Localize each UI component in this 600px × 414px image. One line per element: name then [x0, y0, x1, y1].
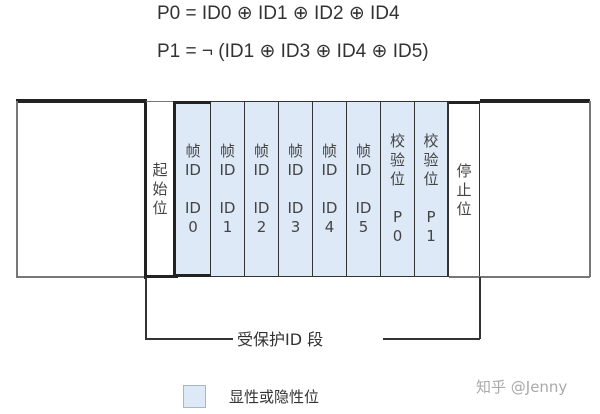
id0-label-1: 帧 [185, 141, 201, 160]
idle-high-line [16, 99, 147, 103]
p0-label-4: P [392, 208, 403, 226]
id3-label-3: ID [287, 198, 304, 217]
start-bit-low-line [144, 275, 178, 278]
start-bit-char-2: 始 [152, 179, 168, 198]
id2-label-4: 2 [256, 217, 267, 236]
stop-bit-char-3: 位 [456, 200, 472, 218]
id0-label-4: 0 [188, 217, 198, 236]
stop-bit-char-1: 停 [456, 162, 472, 180]
id3-label-1: 帧 [287, 141, 303, 160]
id2-cell: 帧 ID ID 2 [245, 101, 279, 277]
idle-baseline-left [16, 276, 146, 278]
idle-baseline-right [449, 276, 590, 278]
p1-label-1: 校 [423, 132, 439, 150]
id5-label-3: ID [355, 198, 372, 217]
id0-cell: 帧 ID ID 0 [176, 101, 211, 277]
id3-label-4: 3 [290, 217, 301, 236]
bracket-label: 受保护ID 段 [237, 330, 324, 349]
legend-swatch [183, 385, 206, 408]
id2-label-1: 帧 [253, 141, 269, 160]
id1-label-3: ID [219, 198, 236, 217]
id0-label-2: ID [185, 160, 201, 179]
idle-left-edge [16, 101, 18, 277]
start-bit-char-1: 起 [152, 160, 168, 179]
watermark: 知乎 @Jenny [476, 378, 568, 396]
id4-label-4: 4 [324, 217, 335, 236]
p1-label-4: P [426, 208, 436, 226]
id4-cell: 帧 ID ID 4 [313, 101, 347, 277]
p0-label-3: 位 [389, 170, 405, 188]
p1-label-5: 1 [426, 227, 436, 245]
stop-bit-char-2: 止 [456, 181, 472, 199]
p0-label-2: 验 [389, 151, 405, 169]
id2-label-3: ID [253, 198, 270, 217]
start-bit-cell: 起 始 位 [147, 101, 176, 277]
bracket-bottom-left [145, 338, 233, 340]
parity-p0-cell: 校 验 位 P 0 [381, 101, 415, 277]
id5-label-4: 5 [358, 217, 369, 236]
formula-p1: P1 = ¬ (ID1 ⊕ ID3 ⊕ ID4 ⊕ ID5) [157, 41, 429, 62]
id1-label-4: 1 [222, 217, 233, 236]
bracket-left [145, 277, 147, 339]
p0-label-1: 校 [389, 132, 405, 150]
parity-p1-cell: 校 验 位 P 1 [415, 101, 449, 277]
id3-cell: 帧 ID ID 3 [279, 101, 313, 277]
id5-cell: 帧 ID ID 5 [347, 101, 381, 277]
formula-p0: P0 = ID0 ⊕ ID1 ⊕ ID2 ⊕ ID4 [157, 3, 400, 24]
id1-label-1: 帧 [219, 141, 235, 160]
stop-bit-cell: 停 止 位 [449, 101, 480, 277]
id0-label-3: ID [185, 198, 201, 217]
id4-label-1: 帧 [321, 141, 337, 160]
id5-label-2: ID [355, 160, 372, 179]
bracket-right [479, 277, 481, 339]
p1-label-2: 验 [423, 151, 439, 169]
p1-label-3: 位 [423, 170, 439, 188]
id3-label-2: ID [287, 160, 304, 179]
falling-edge-line [144, 99, 147, 279]
p0-label-5: 0 [392, 227, 403, 245]
id1-label-2: ID [219, 160, 236, 179]
start-bit-char-3: 位 [152, 198, 168, 217]
idle-right-edge [589, 101, 591, 277]
id4-label-2: ID [321, 160, 338, 179]
idle-high-line-right [480, 99, 590, 103]
id5-label-1: 帧 [355, 141, 371, 160]
legend-label: 显性或隐性位 [229, 388, 320, 406]
id4-label-3: ID [321, 198, 338, 217]
id1-cell: 帧 ID ID 1 [211, 101, 245, 277]
id2-label-2: ID [253, 160, 270, 179]
bracket-bottom-right [383, 338, 480, 340]
start-bit-top-thin [146, 101, 176, 102]
